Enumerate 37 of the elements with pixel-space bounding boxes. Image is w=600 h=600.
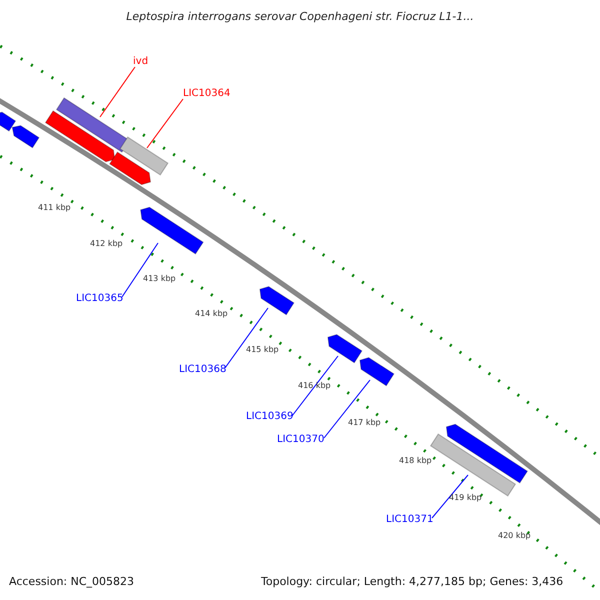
gene-label: ivd xyxy=(133,56,148,67)
gene-block xyxy=(327,334,363,364)
scale-label: 419 kbp xyxy=(449,493,482,502)
gene-block xyxy=(0,112,16,132)
gene-label: LIC10369 xyxy=(246,411,294,422)
scale-label: 411 kbp xyxy=(38,203,71,212)
leader-line xyxy=(224,308,268,368)
scale-label: 417 kbp xyxy=(348,418,381,427)
gene-label: LIC10368 xyxy=(179,364,226,375)
gene-block xyxy=(12,125,40,148)
scale-label: 418 kbp xyxy=(399,456,432,465)
scale-label: 415 kbp xyxy=(246,345,279,354)
accession-text: Accession: NC_005823 xyxy=(9,575,134,588)
scale-label: 412 kbp xyxy=(90,239,123,248)
scale-label: 414 kbp xyxy=(195,309,228,318)
gene-block xyxy=(109,151,152,186)
scale-label: 413 kbp xyxy=(143,274,176,283)
scale-label: 416 kbp xyxy=(298,381,331,390)
gene-label: LIC10370 xyxy=(277,434,324,445)
gene-label: LIC10364 xyxy=(183,88,230,99)
leader-line xyxy=(432,474,468,518)
gene-block xyxy=(119,136,169,176)
gene-block xyxy=(446,424,528,484)
leader-line xyxy=(100,66,136,118)
gene-block xyxy=(259,286,295,316)
gene-block xyxy=(44,110,116,162)
leader-line xyxy=(324,380,370,438)
scale-label: 420 kbp xyxy=(498,531,531,540)
leader-line xyxy=(146,98,184,148)
title: Leptospira interrogans serovar Copenhageni str. Fiocruz L1-1... xyxy=(125,10,475,23)
summary-text: Topology: circular; Length: 4,277,185 bp; Genes: 3,436 xyxy=(261,575,564,588)
gene-block xyxy=(359,357,395,386)
gene-label: LIC10371 xyxy=(386,514,434,525)
leader-line xyxy=(292,356,338,416)
gene-label: LIC10365 xyxy=(76,293,124,304)
gene-block xyxy=(140,206,204,255)
leader-line xyxy=(122,242,158,298)
